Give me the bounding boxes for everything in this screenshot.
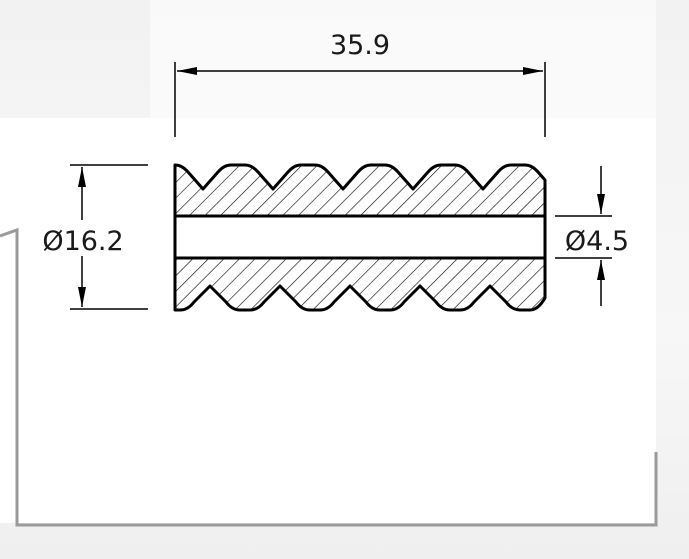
outer-diameter-label: Ø16.2 [42,226,123,257]
upper-thread-section [173,163,547,218]
length-dimension-label: 35.9 [330,30,390,61]
lower-thread-section [173,256,547,312]
length-dimension: 35.9 [174,30,546,137]
bore [173,214,547,260]
inner-diameter-dimension: Ø4.5 [555,166,629,306]
sheet-panel-top [150,0,656,140]
inner-diameter-label: Ø4.5 [565,226,629,257]
outer-diameter-dimension: Ø16.2 [42,164,148,310]
sheet-frame [0,227,658,527]
